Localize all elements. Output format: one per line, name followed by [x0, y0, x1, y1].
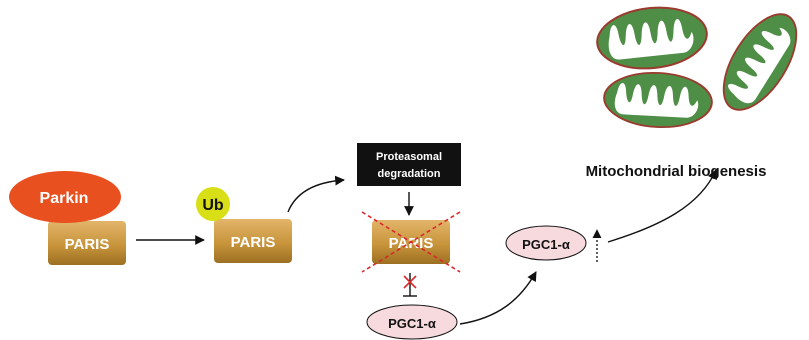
parkin-label: Parkin — [40, 190, 89, 207]
proteasomal-label-line2: degradation — [378, 168, 441, 180]
mitochondrion-icon — [601, 69, 715, 131]
ub-circle — [196, 187, 230, 221]
paris-box-2 — [214, 219, 292, 263]
pgc1a-oval-upper — [505, 225, 587, 261]
paris-label-degraded: PARIS — [389, 235, 434, 252]
paris-label-1: PARIS — [65, 236, 110, 253]
arrow-to-proteasome — [287, 175, 345, 213]
arrow-to-pgc1a-upregulated — [459, 271, 537, 325]
pgc1a-label-bottom: PGC1-α — [388, 316, 436, 331]
proteasomal-label-line1: Proteasomal — [376, 151, 442, 163]
pgc1a-label-upper: PGC1-α — [522, 237, 570, 252]
paris-label-2: PARIS — [231, 234, 276, 251]
proteasomal-degradation-box — [357, 143, 461, 186]
mitochondrial-biogenesis-label: Mitochondrial biogenesis — [586, 163, 767, 180]
blocked-inhibition-icon — [403, 273, 417, 297]
arrow-to-mitochondrial-biogenesis — [607, 169, 717, 243]
ub-label: Ub — [202, 197, 224, 214]
paris-box-1 — [48, 221, 126, 265]
parkin-oval — [9, 171, 121, 223]
pgc1a-oval-bottom — [366, 304, 458, 340]
inhibition-cross-icon — [361, 211, 461, 273]
mitochondrion-icon — [708, 1, 809, 123]
mitochondrion-icon — [593, 1, 711, 75]
